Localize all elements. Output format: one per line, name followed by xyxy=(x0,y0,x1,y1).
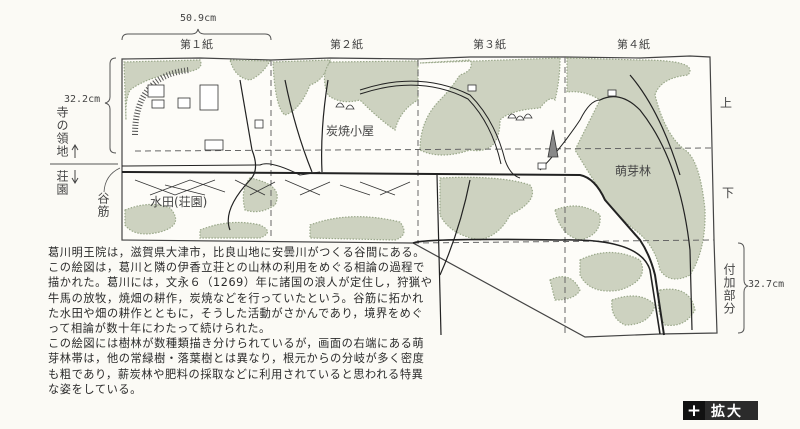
arrow-down-icon xyxy=(71,170,79,184)
upper-label: 上 xyxy=(720,96,733,110)
description-line: 葛川明王院は，滋賀県大津市，比良山地に安曇川がつくる谷間にある。 xyxy=(48,246,425,259)
plus-icon: + xyxy=(686,400,702,421)
sheet-seams xyxy=(134,57,715,336)
description-line: な姿をしている。 xyxy=(48,382,142,396)
height-dimension: 32.2cm xyxy=(64,94,101,105)
sheet-2-label: 第２紙 xyxy=(330,38,363,51)
sheet-1-label: 第１紙 xyxy=(180,38,213,51)
lower-label: 下 xyxy=(722,186,735,200)
description-line: も粗であり，薪炭林や肥料の採取などに利用されていると思われる特異 xyxy=(48,367,424,381)
paddy-hatch xyxy=(134,179,411,196)
height-brace xyxy=(104,57,117,154)
description-line: この絵図は，葛川と隣の伊香立荘との山林の利用をめぐる相論の過程で xyxy=(48,261,425,275)
forest-areas xyxy=(123,57,706,327)
enlarge-button[interactable]: + 拡大 xyxy=(683,400,758,421)
arrow-up-icon xyxy=(71,144,79,158)
roads-and-streams xyxy=(121,74,693,336)
temple-land-label: 寺の領地 xyxy=(55,106,69,158)
width-brace xyxy=(121,28,272,41)
description-line: って相論が数十年にわたって続けられた。 xyxy=(48,322,271,336)
description-line: 牛馬の放牧，焼畑の耕作，炭焼などを行っていたという。谷筋に拓かれ xyxy=(48,291,424,305)
sheet-4-label: 第４紙 xyxy=(617,38,650,51)
paddy-label: 水田(荘園) xyxy=(150,195,208,209)
coppice-label: 萌芽林 xyxy=(615,164,652,178)
added-part-label: 付加部分 xyxy=(722,263,736,315)
manor-label: 荘園 xyxy=(55,170,69,196)
buildings xyxy=(132,67,617,170)
sheet-3-label: 第３紙 xyxy=(473,38,506,51)
valley-leader xyxy=(103,167,121,193)
enlarge-label: 拡大 xyxy=(705,401,758,420)
description: 葛川明王院は，滋賀県大津市，比良山地に安曇川がつくる谷間にある。 この絵図は，葛… xyxy=(48,245,433,397)
description-line: 芽林帯は，他の常緑樹・落葉樹とは異なり，根元からの分岐が多く密度 xyxy=(48,352,425,366)
valley-label: 谷筋 xyxy=(96,192,110,218)
added-height-dimension: 32.7cm xyxy=(748,279,785,290)
description-line: この絵図には樹林が数種類描き分けられているが，画面の右端にある萌 xyxy=(48,337,425,351)
width-dimension: 50.9cm xyxy=(180,13,217,24)
added-height-brace xyxy=(737,242,749,334)
map-outline xyxy=(121,55,718,338)
description-line: た水田や畑の耕作とともに，そうした活動がさかんであり，境界をめぐ xyxy=(48,306,424,320)
charcoal-hut-label: 炭焼小屋 xyxy=(326,124,375,138)
description-line: 描かれた。葛川には，文永６（1269）年に諸国の浪人が定住し，狩猟や xyxy=(48,276,433,290)
